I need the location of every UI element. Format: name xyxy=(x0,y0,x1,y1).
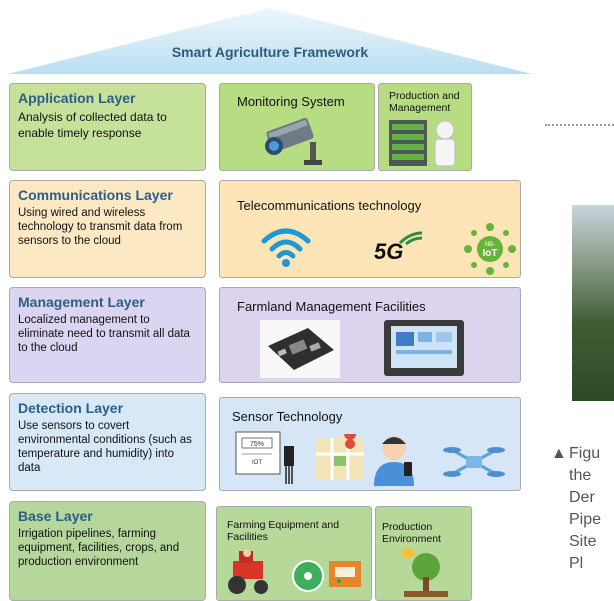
5g-label: 5G xyxy=(374,239,404,264)
caption-marker: ▲ xyxy=(551,445,567,462)
caption-line-1: Figu xyxy=(569,445,601,462)
framework-title: Smart Agriculture Framework xyxy=(171,44,369,60)
base-layer-title: Base Layer xyxy=(18,508,93,524)
monitoring-system-title: Monitoring System xyxy=(237,94,345,109)
telecommunications-panel: Telecommunications technology 5G NB- IoT xyxy=(219,180,521,278)
detection-layer-box: Detection Layer Use sensors to covert en… xyxy=(9,393,206,491)
application-layer-box: Application Layer Analysis of collected … xyxy=(9,83,206,171)
base-layer-desc: Irrigation pipelines, farming equipment,… xyxy=(18,528,180,568)
caption-line-4: Pipe xyxy=(569,511,602,528)
farmland-management-panel: Farmland Management Facilities xyxy=(219,287,521,383)
communications-layer-desc: Using wired and wireless technology to t… xyxy=(18,207,183,247)
nb-iot-icon: NB- IoT xyxy=(464,223,516,275)
application-layer-desc: Analysis of collected data to enable tim… xyxy=(18,110,167,140)
management-layer-desc: Localized management to eliminate need t… xyxy=(18,314,190,354)
tractor-icon xyxy=(228,549,268,594)
sensor-technology-panel: Sensor Technology 75% IOT xyxy=(219,397,521,491)
management-layer-box: Management Layer Localized management to… xyxy=(9,287,206,383)
application-layer-title: Application Layer xyxy=(18,90,136,106)
circuit-board-icon xyxy=(260,320,340,378)
management-layer-title: Management Layer xyxy=(18,294,145,310)
production-environment-panel: Production Environment xyxy=(375,506,472,601)
communications-layer-title: Communications Layer xyxy=(18,187,173,203)
detection-layer-desc: Use sensors to covert environmental cond… xyxy=(18,420,192,474)
tree-icon xyxy=(402,547,448,597)
farmer-with-phone-icon xyxy=(374,436,414,486)
production-management-panel: Production and Management xyxy=(378,83,472,171)
caption-line-5: Site xyxy=(569,533,597,550)
production-management-title: Production and Management xyxy=(389,90,460,114)
tablet-device-icon xyxy=(384,320,464,376)
controller-box-icon xyxy=(329,561,361,587)
farming-equipment-title: Farming Equipment and Facilities xyxy=(227,519,340,543)
communications-layer-box: Communications Layer Using wired and wir… xyxy=(9,180,206,278)
detection-layer-title: Detection Layer xyxy=(18,400,124,416)
farmland-management-title: Farmland Management Facilities xyxy=(237,299,426,314)
humidity-readout: 75% xyxy=(250,441,264,448)
dotted-connector xyxy=(545,124,614,126)
caption-line-3: Der xyxy=(569,489,595,506)
worker-greenhouse-icon xyxy=(389,120,456,167)
sensor-device-icon: 75% IOT xyxy=(235,431,294,484)
sensor-technology-title: Sensor Technology xyxy=(232,409,343,424)
framework-roof xyxy=(8,8,532,74)
caption-line-2: the xyxy=(569,467,592,484)
iot-label: IoT xyxy=(483,248,498,259)
farming-equipment-panel: Farming Equipment and Facilities xyxy=(216,506,372,601)
caption-line-6: Pl xyxy=(569,555,584,572)
5g-icon: 5G xyxy=(374,231,424,267)
map-icon xyxy=(316,434,364,480)
drone-icon xyxy=(443,447,505,477)
security-camera-icon xyxy=(265,117,322,165)
nb-label: NB- xyxy=(485,242,495,248)
field-photo xyxy=(572,205,614,401)
iot-readout: IOT xyxy=(252,460,262,466)
monitoring-system-panel: Monitoring System xyxy=(219,83,375,171)
wifi-icon xyxy=(261,228,311,267)
telecommunications-title: Telecommunications technology xyxy=(237,198,422,213)
production-environment-title: Production Environment xyxy=(382,521,441,545)
sprinkler-icon xyxy=(292,560,324,592)
base-layer-box: Base Layer Irrigation pipelines, farming… xyxy=(9,501,206,601)
